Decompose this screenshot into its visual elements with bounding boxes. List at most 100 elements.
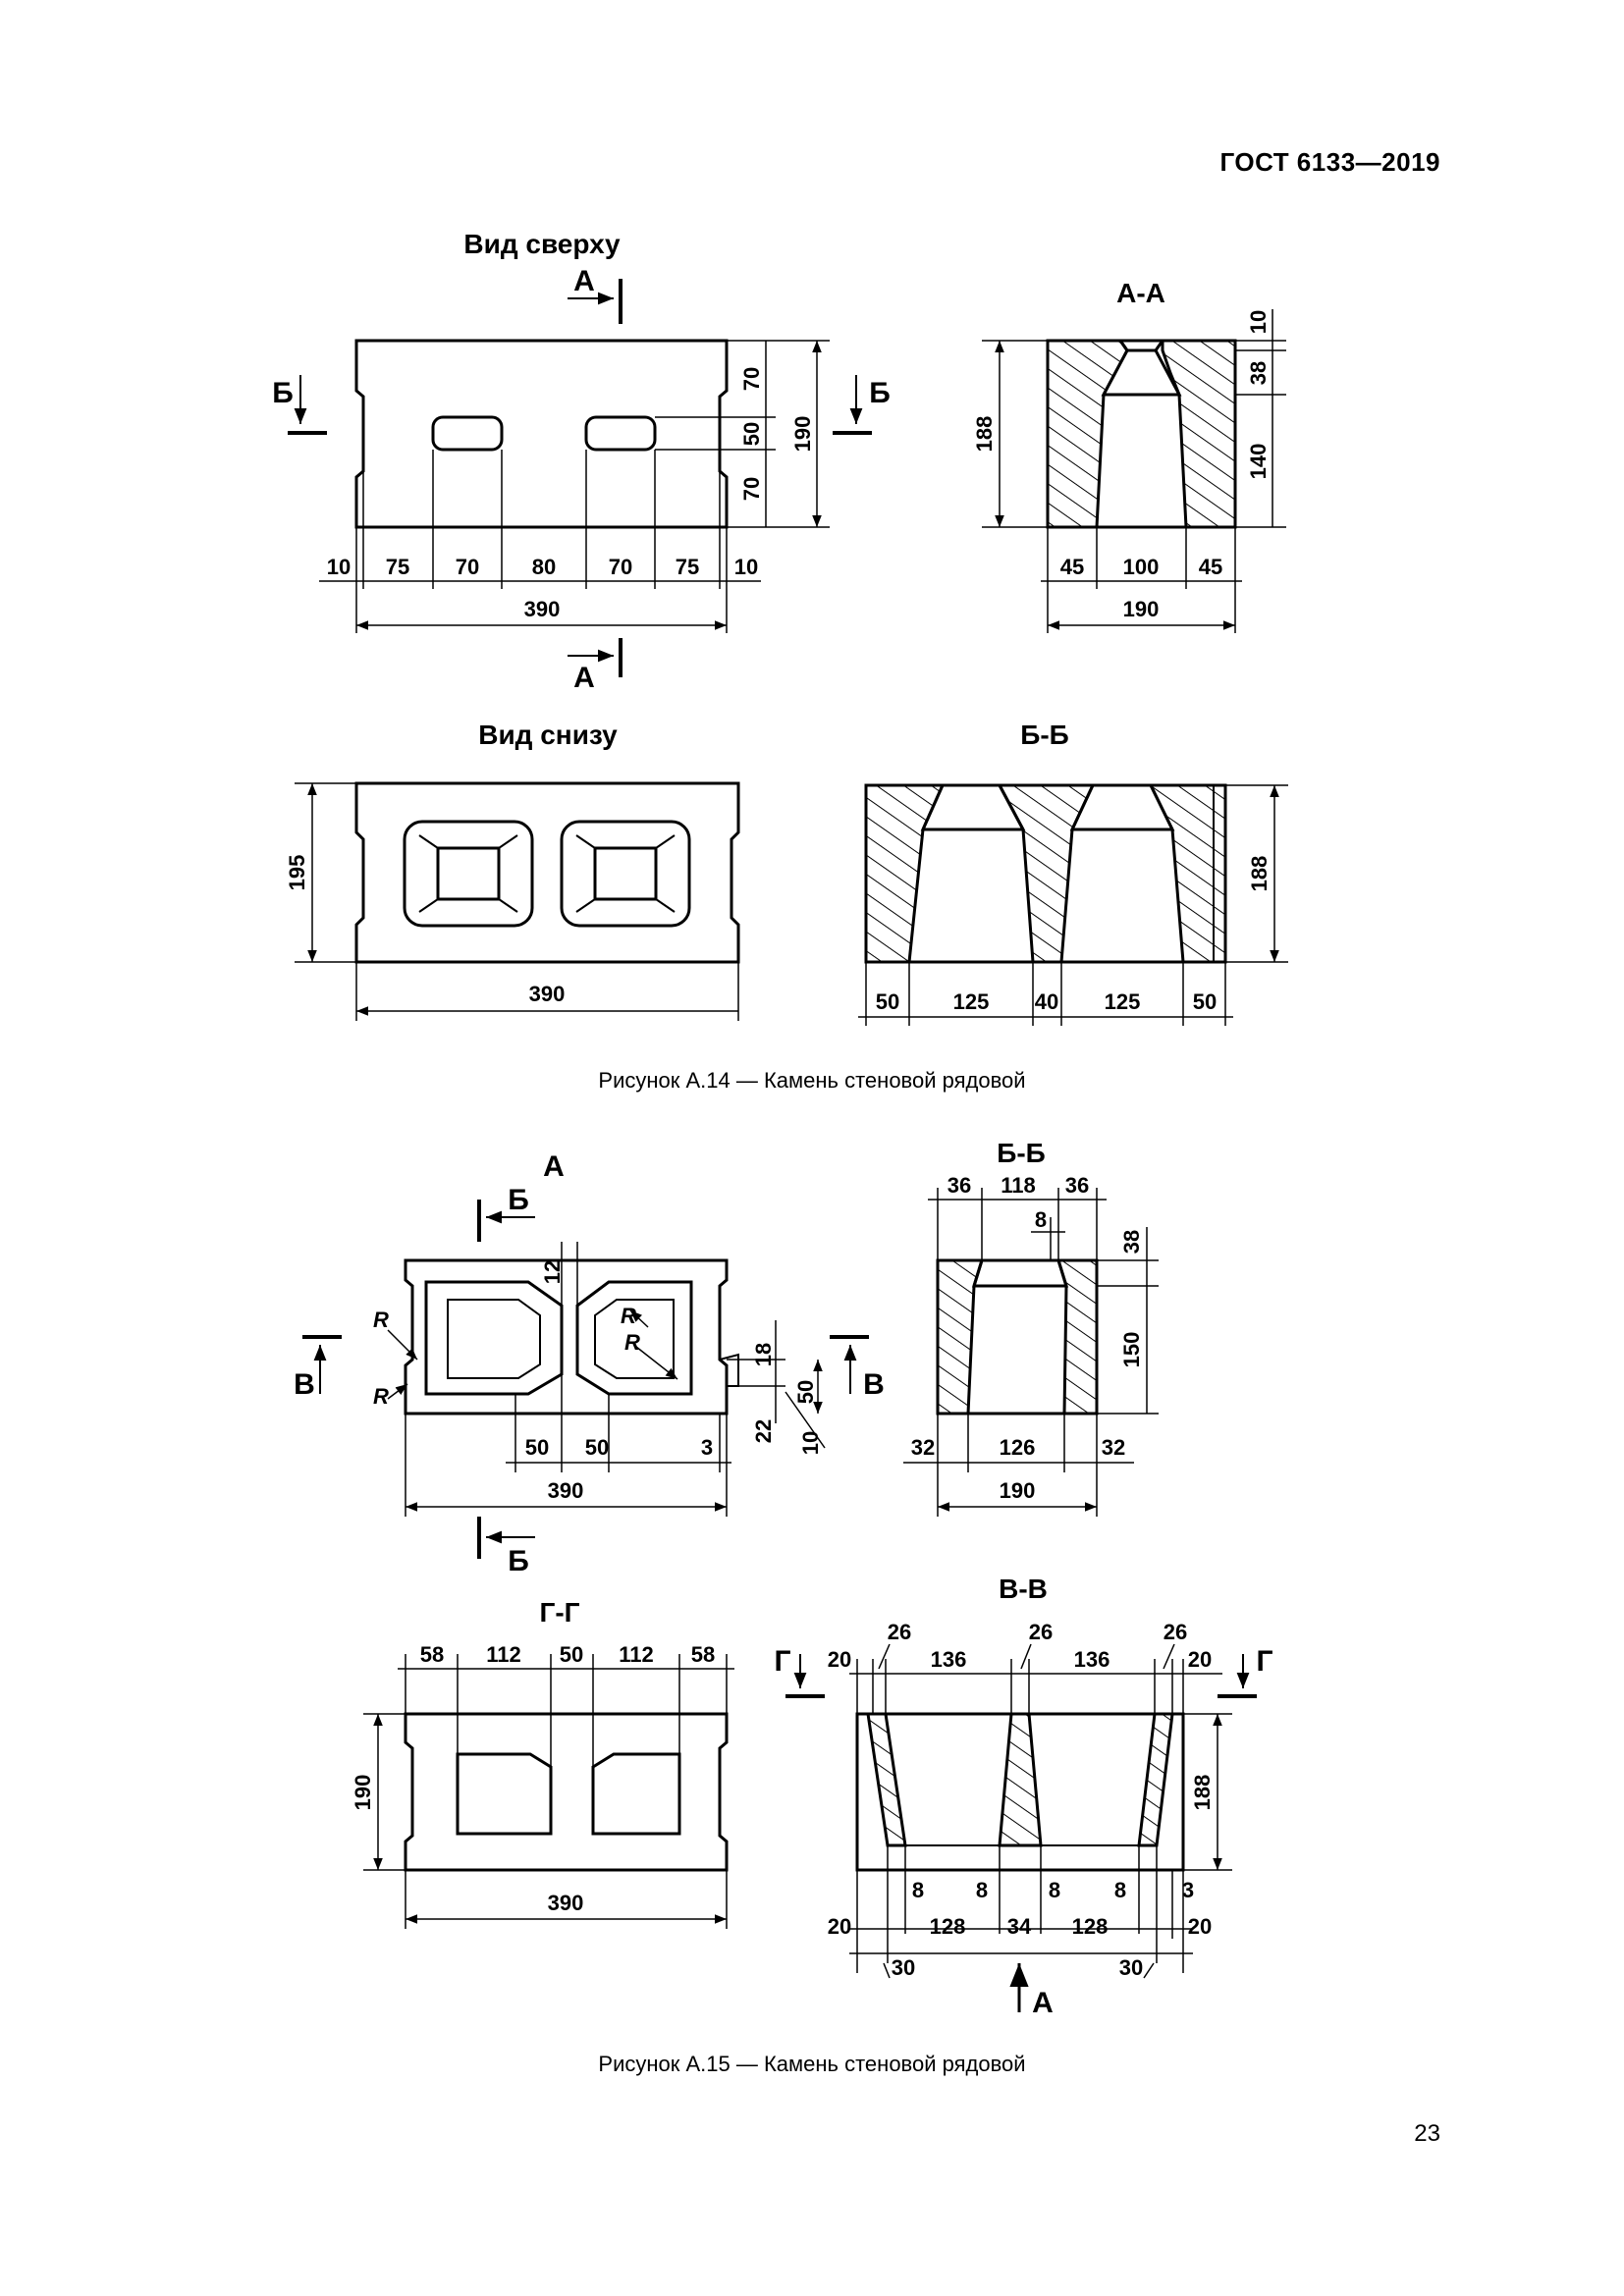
fig15-bb-bottom-2: 126 <box>1000 1435 1036 1460</box>
fig15-vv-top-3: 136 <box>1074 1647 1110 1672</box>
fig14-dim-top-3: 70 <box>456 555 479 579</box>
fig14-dim-top-2: 75 <box>386 555 409 579</box>
fig14-dim-top-6: 75 <box>676 555 699 579</box>
fig14-cut-a-top: А <box>573 265 595 297</box>
fig14-bb-bottom-3: 40 <box>1035 989 1058 1014</box>
fig15-bb-right-1: 38 <box>1119 1230 1144 1254</box>
fig15-section-gg: Г-Г 58 112 50 112 58 190 390 <box>351 1597 734 1929</box>
fig15-cut-g-right: Г <box>1256 1645 1272 1678</box>
fig15-gg-top-3: 50 <box>560 1642 583 1667</box>
fig14-dim-top-1: 10 <box>327 555 351 579</box>
fig15-gg-top-1: 58 <box>420 1642 444 1667</box>
fig15-bb-total: 190 <box>1000 1478 1036 1503</box>
fig15-title-bb: Б-Б <box>997 1138 1046 1168</box>
fig14-aa-height: 188 <box>972 416 997 453</box>
fig15-vv-8-1: 8 <box>912 1878 924 1902</box>
fig14-top-view: Вид сверху А А Б Б <box>272 229 891 694</box>
fig15-section-vv: В-В Г Г А <box>774 1574 1272 2019</box>
fig15-bb-right-2: 150 <box>1119 1332 1144 1368</box>
document-code: ГОСТ 6133—2019 <box>1219 147 1440 177</box>
page-number: 23 <box>1414 2120 1440 2147</box>
fig14-dim-top-total: 390 <box>524 597 561 621</box>
fig15-a-bottom-3: 3 <box>701 1435 713 1460</box>
fig14-dim-top-7: 10 <box>734 555 758 579</box>
fig14-bb-height: 188 <box>1247 856 1272 892</box>
fig15-radius-3: R <box>621 1304 636 1328</box>
fig14-bottom-height: 195 <box>285 855 309 891</box>
fig15-vv-26-2: 26 <box>1029 1620 1053 1644</box>
fig14-bottom-total: 390 <box>529 982 566 1006</box>
fig15-bb-top-1: 36 <box>947 1173 971 1198</box>
fig15-gg-top-2: 112 <box>486 1642 521 1667</box>
fig15-gg-top-4: 112 <box>619 1642 654 1667</box>
fig15-bb-bottom-3: 32 <box>1102 1435 1125 1460</box>
fig14-cut-b-left: Б <box>272 377 294 409</box>
fig15-radius-1: R <box>373 1308 389 1332</box>
fig15-vv-bottom-3: 34 <box>1007 1914 1032 1939</box>
fig14-cut-b-right: Б <box>869 377 891 409</box>
fig15-bb-top-2: 118 <box>1001 1173 1036 1198</box>
fig15-vv-30-2: 30 <box>1119 1955 1143 1980</box>
fig15-caption: Рисунок А.15 — Камень стеновой рядовой <box>598 2052 1026 2076</box>
fig14-aa-right-2: 38 <box>1246 361 1271 385</box>
fig15-vv-30-1: 30 <box>892 1955 915 1980</box>
fig15-bb-bottom-1: 32 <box>911 1435 935 1460</box>
fig14-dim-height: 190 <box>790 416 815 453</box>
fig15-cut-v-right: В <box>863 1368 885 1401</box>
fig15-cut-g-left: Г <box>774 1645 790 1678</box>
fig14-aa-bottom-1: 45 <box>1060 555 1084 579</box>
fig15-gg-top-5: 58 <box>691 1642 715 1667</box>
fig14-bb-bottom-2: 125 <box>953 989 990 1014</box>
fig15-a-bottom-50a: 50 <box>525 1435 549 1460</box>
fig15-cut-b-bottom: Б <box>508 1545 529 1577</box>
fig14-bottom-view: Вид снизу 195 390 <box>285 720 740 1021</box>
fig15-vv-26-3: 26 <box>1164 1620 1187 1644</box>
fig15-radius-4: R <box>624 1330 640 1355</box>
fig14-title-section-aa: А-А <box>1116 278 1165 308</box>
fig14-bb-bottom-1: 50 <box>876 989 899 1014</box>
fig15-a-50: 50 <box>793 1380 818 1404</box>
fig15-cut-b-top: Б <box>508 1184 529 1216</box>
fig14-dim-right-1: 70 <box>739 367 764 391</box>
fig14-dim-right-3: 70 <box>739 477 764 501</box>
fig15-bb-8: 8 <box>1035 1207 1047 1232</box>
fig15-a-10: 10 <box>798 1431 823 1455</box>
fig15-vv-3: 3 <box>1182 1878 1194 1902</box>
fig15-title-a: А <box>543 1150 565 1183</box>
fig14-title-top-view: Вид сверху <box>463 229 621 259</box>
fig15-a-total: 390 <box>548 1478 584 1503</box>
fig15-a-18: 18 <box>751 1343 776 1366</box>
fig15-title-gg: Г-Г <box>539 1597 579 1628</box>
fig15-gg-total: 390 <box>548 1891 584 1915</box>
fig14-cut-a-bottom: А <box>573 662 595 694</box>
fig15-vv-8-2: 8 <box>976 1878 988 1902</box>
fig15-vv-bottom-4: 128 <box>1072 1914 1109 1939</box>
fig14-bb-bottom-4: 125 <box>1105 989 1141 1014</box>
fig14-bb-bottom-5: 50 <box>1193 989 1217 1014</box>
fig15-a-22: 22 <box>751 1419 776 1443</box>
fig14-aa-bottom-2: 100 <box>1123 555 1160 579</box>
fig15-vv-top-2: 136 <box>931 1647 967 1672</box>
fig14-section-bb: Б-Б 188 50 125 40 125 50 <box>858 720 1288 1026</box>
fig14-title-section-bb: Б-Б <box>1020 720 1069 750</box>
fig15-vv-bottom-2: 128 <box>930 1914 966 1939</box>
fig15-cut-v-left: В <box>294 1368 315 1401</box>
fig15-bb-top-3: 36 <box>1065 1173 1089 1198</box>
fig15-view-a-arrow: А <box>1032 1987 1054 2019</box>
fig15-section-bb: Б-Б 36 118 36 8 <box>903 1138 1159 1517</box>
fig14-aa-right-1: 10 <box>1246 310 1271 334</box>
fig15-vv-8-4: 8 <box>1114 1878 1126 1902</box>
fig14-aa-bottom-3: 45 <box>1199 555 1222 579</box>
fig15-vv-top-1: 20 <box>828 1647 851 1672</box>
fig15-gg-height: 190 <box>351 1775 375 1811</box>
fig15-view-a: А Б Б В В R R R R <box>294 1150 885 1577</box>
fig14-aa-right-3: 140 <box>1246 444 1271 480</box>
fig15-vv-26-1: 26 <box>888 1620 911 1644</box>
fig14-aa-total: 190 <box>1123 597 1160 621</box>
fig14-dim-top-5: 70 <box>609 555 632 579</box>
fig15-vv-bottom-5: 20 <box>1188 1914 1212 1939</box>
fig15-vv-8-3: 8 <box>1049 1878 1060 1902</box>
fig14-caption: Рисунок А.14 — Камень стеновой рядовой <box>598 1068 1026 1093</box>
fig14-section-aa: А-А 188 10 38 140 45 100 <box>972 278 1286 633</box>
